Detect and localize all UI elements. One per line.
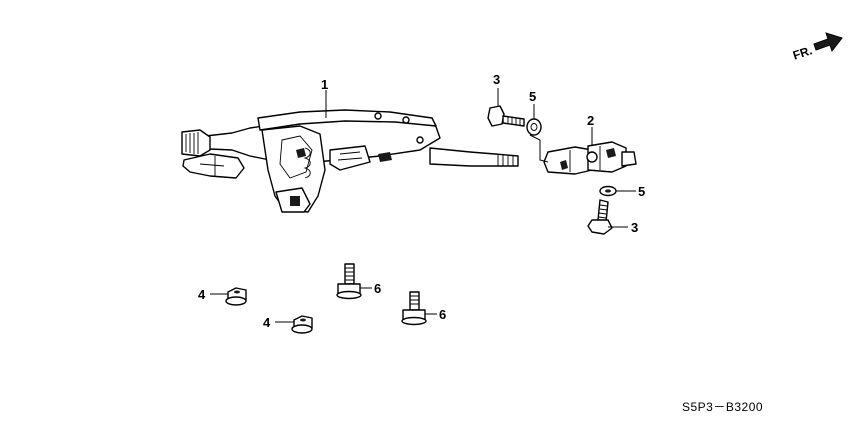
steering-column <box>181 109 519 213</box>
callout-1: 1 <box>321 77 328 92</box>
callout-3-lower: 3 <box>631 220 638 235</box>
callout-2: 2 <box>587 113 594 128</box>
diagram-code: S5P3－B3200 <box>682 400 763 414</box>
flange-nut-right <box>291 315 313 334</box>
bolt-upper <box>487 105 525 127</box>
flange-bolt-left <box>336 263 362 300</box>
callout-3-upper: 3 <box>493 72 500 87</box>
front-direction-indicator: FR. <box>791 32 843 63</box>
callout-4-right: 4 <box>263 315 271 330</box>
callout-4-left: 4 <box>198 287 206 302</box>
callout-5-lower: 5 <box>638 184 645 199</box>
flange-nut-left <box>225 287 247 306</box>
callout-6-right: 6 <box>439 307 446 322</box>
washer-lower <box>599 185 617 197</box>
flange-bolt-right <box>401 291 427 326</box>
universal-joint <box>543 141 637 175</box>
washer-upper <box>526 118 542 136</box>
front-arrow-icon <box>813 32 843 53</box>
leader-lines <box>210 88 636 323</box>
callout-6-left: 6 <box>374 281 381 296</box>
bolt-lower <box>587 199 613 235</box>
front-label: FR. <box>791 43 814 62</box>
callout-5-upper: 5 <box>529 89 536 104</box>
